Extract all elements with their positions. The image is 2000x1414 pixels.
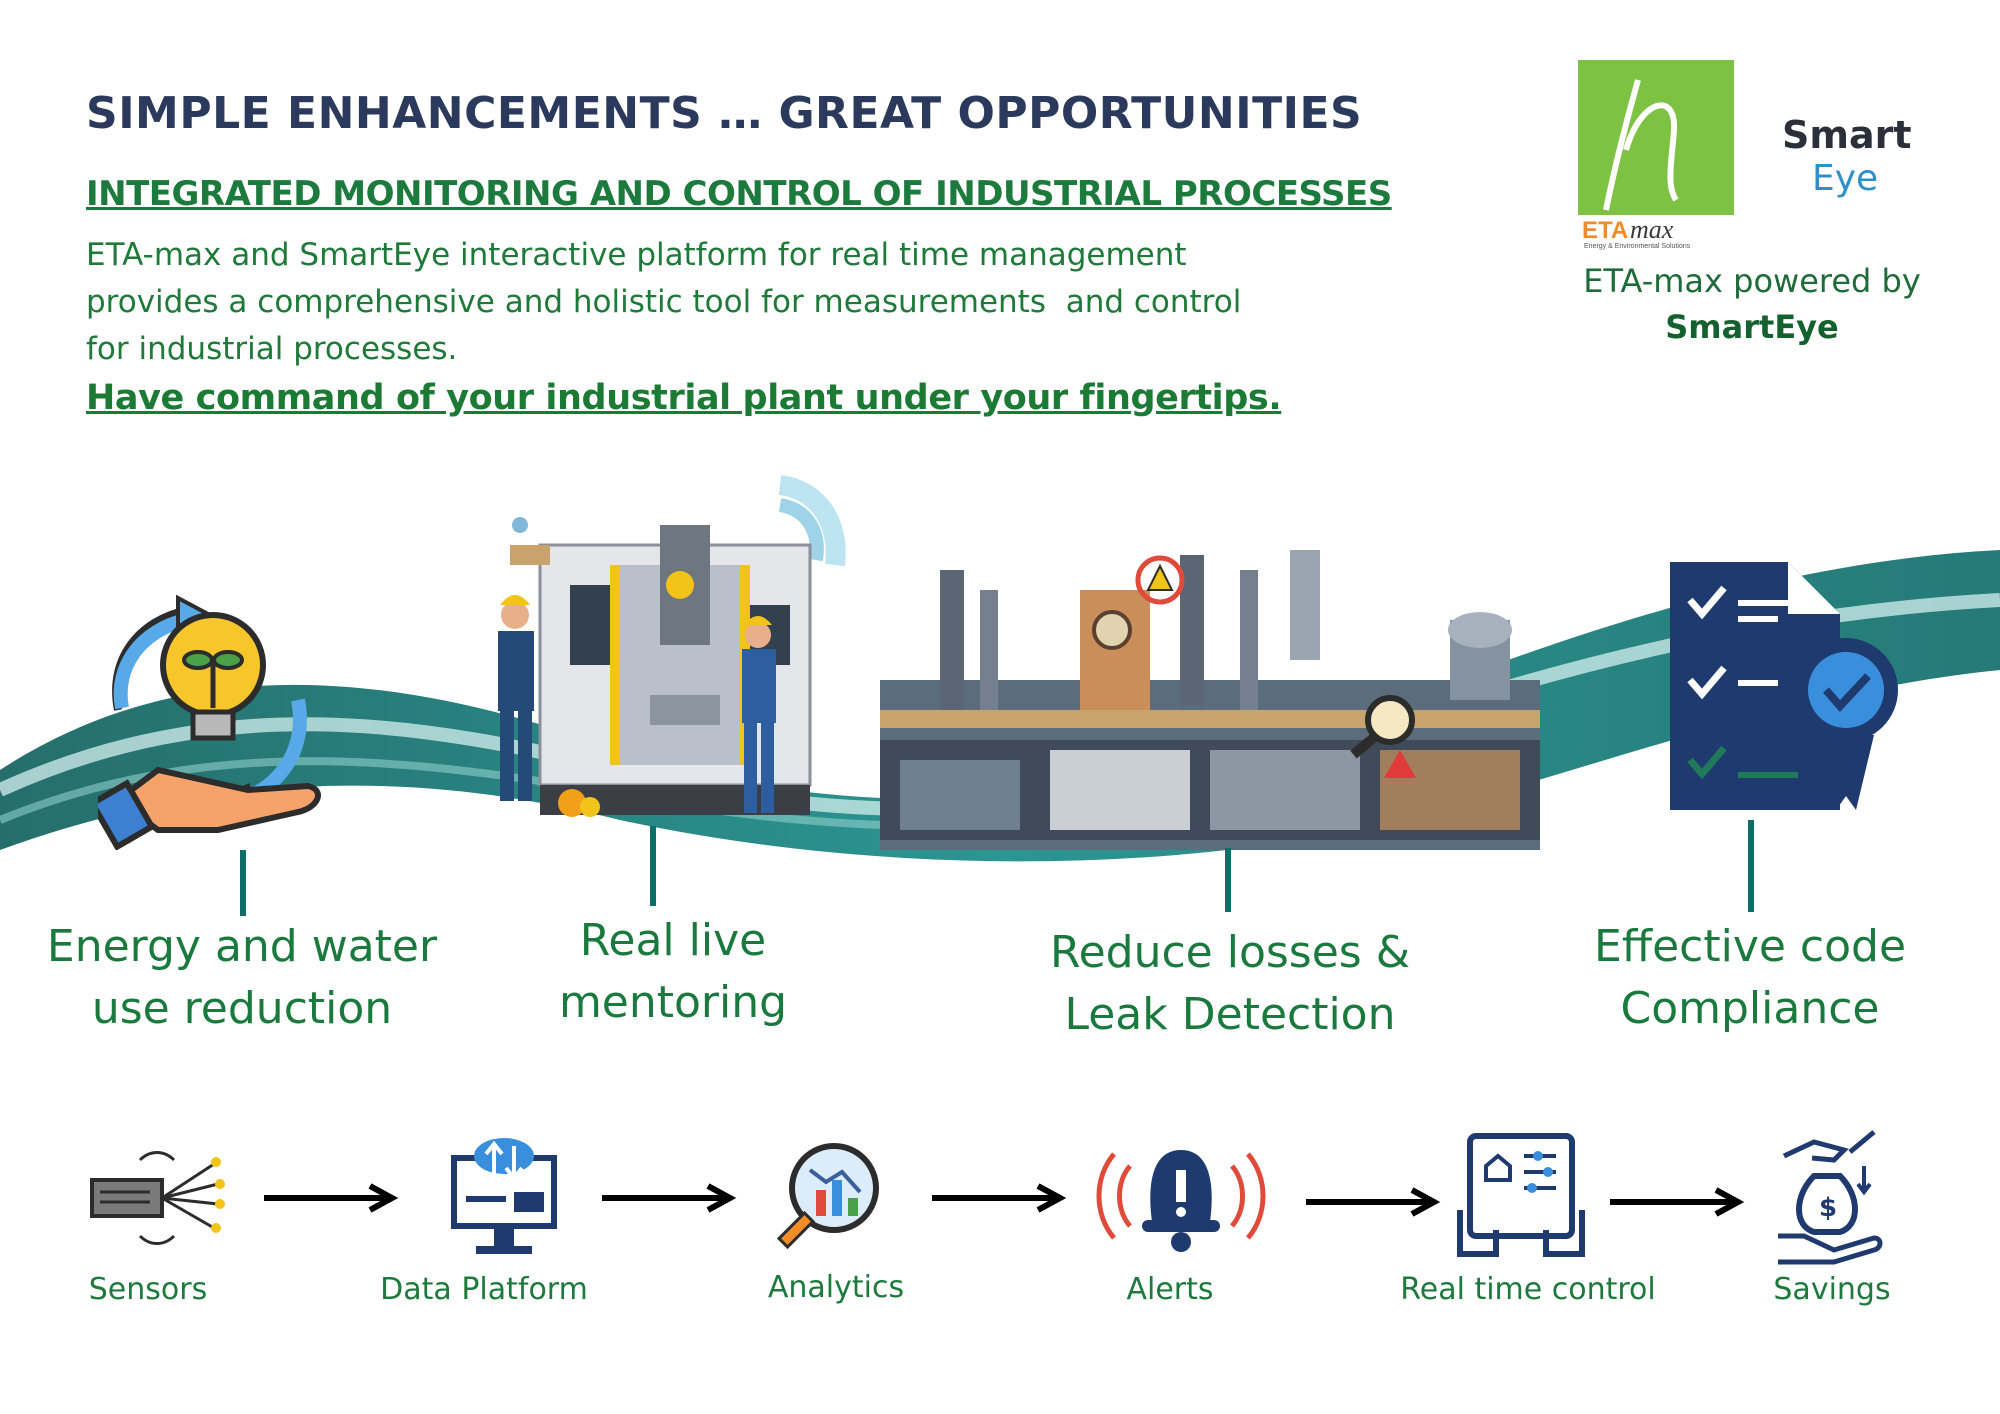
- flow-arrow-4: [1304, 1182, 1442, 1222]
- feature-2-connector: [650, 826, 656, 906]
- flow-arrow-2: [600, 1178, 738, 1218]
- feature-label-compliance-line-2: Compliance: [1620, 983, 1880, 1034]
- svg-text:Eye: Eye: [1812, 158, 1878, 199]
- feature-label-leak-line-2: Leak Detection: [1064, 989, 1396, 1040]
- svg-text:ETA: ETA: [1582, 217, 1628, 244]
- step-label-real-time-control: Real time control: [1400, 1272, 1656, 1307]
- step-label-data-platform: Data Platform: [380, 1272, 588, 1307]
- svg-text:Smart: Smart: [1782, 113, 1912, 157]
- brand-caption-line-2: SmartEye: [1665, 308, 1839, 346]
- feature-label-compliance: Effective code Compliance: [1560, 916, 1940, 1040]
- tablet-control-icon: [1456, 1130, 1586, 1260]
- feature-label-monitoring-line-2: mentoring: [558, 977, 788, 1028]
- svg-text:Energy & Environmental Solutio: Energy & Environmental Solutions: [1584, 243, 1691, 250]
- svg-text:$: $: [1819, 1193, 1837, 1223]
- compliance-checklist-icon: [1668, 560, 1908, 820]
- cnc-machine-workers-illustration: [480, 465, 900, 850]
- flow-arrow-1: [262, 1178, 400, 1218]
- step-label-analytics: Analytics: [767, 1270, 905, 1305]
- feature-label-monitoring-line-1: Real live: [579, 915, 767, 966]
- etamax-logo: ETA max Energy & Environmental Solutions: [1578, 60, 1734, 250]
- feature-label-energy-line-1: Energy and water: [46, 921, 438, 972]
- data-platform-icon: [450, 1130, 560, 1260]
- tagline: Have command of your industrial plant un…: [86, 378, 1282, 418]
- sensor-icon: [90, 1140, 230, 1250]
- feature-label-leak-line-1: Reduce losses &: [1049, 927, 1410, 978]
- description-line-3: for industrial processes.: [86, 331, 458, 367]
- step-label-sensors: Sensors: [88, 1272, 208, 1307]
- feature-3-connector: [1225, 848, 1231, 912]
- feature-label-leak: Reduce losses & Leak Detection: [1010, 922, 1450, 1046]
- flow-arrow-5: [1608, 1182, 1746, 1222]
- description-line-1: ETA-max and SmartEye interactive platfor…: [86, 237, 1187, 273]
- step-label-alerts: Alerts: [1126, 1272, 1214, 1307]
- alert-bell-icon: [1096, 1136, 1266, 1256]
- feature-label-energy: Energy and water use reduction: [20, 916, 464, 1040]
- energy-saving-icon: [88, 590, 328, 851]
- feature-label-compliance-line-1: Effective code: [1593, 921, 1907, 972]
- industrial-plant-illustration: [880, 550, 1540, 850]
- feature-label-energy-line-2: use reduction: [91, 983, 393, 1034]
- feature-1-connector: [240, 850, 246, 916]
- feature-4-connector: [1748, 820, 1754, 912]
- feature-label-monitoring: Real live mentoring: [500, 910, 846, 1034]
- svg-text:max: max: [1630, 215, 1674, 244]
- page-title: SIMPLE ENHANCEMENTS … GREAT OPPORTUNITIE…: [86, 88, 1363, 139]
- description-line-2: provides a comprehensive and holistic to…: [86, 284, 1242, 320]
- analytics-icon: [776, 1140, 886, 1250]
- page-subtitle: INTEGRATED MONITORING AND CONTROL OF IND…: [86, 174, 1392, 214]
- step-label-savings: Savings: [1773, 1272, 1891, 1307]
- brand-caption-line-1: ETA-max powered by: [1583, 262, 1921, 300]
- flow-arrow-3: [930, 1178, 1068, 1218]
- smarteye-logo: Smart Eye: [1772, 112, 1932, 202]
- description: ETA-max and SmartEye interactive platfor…: [86, 232, 1386, 373]
- savings-icon: $: [1774, 1126, 1884, 1266]
